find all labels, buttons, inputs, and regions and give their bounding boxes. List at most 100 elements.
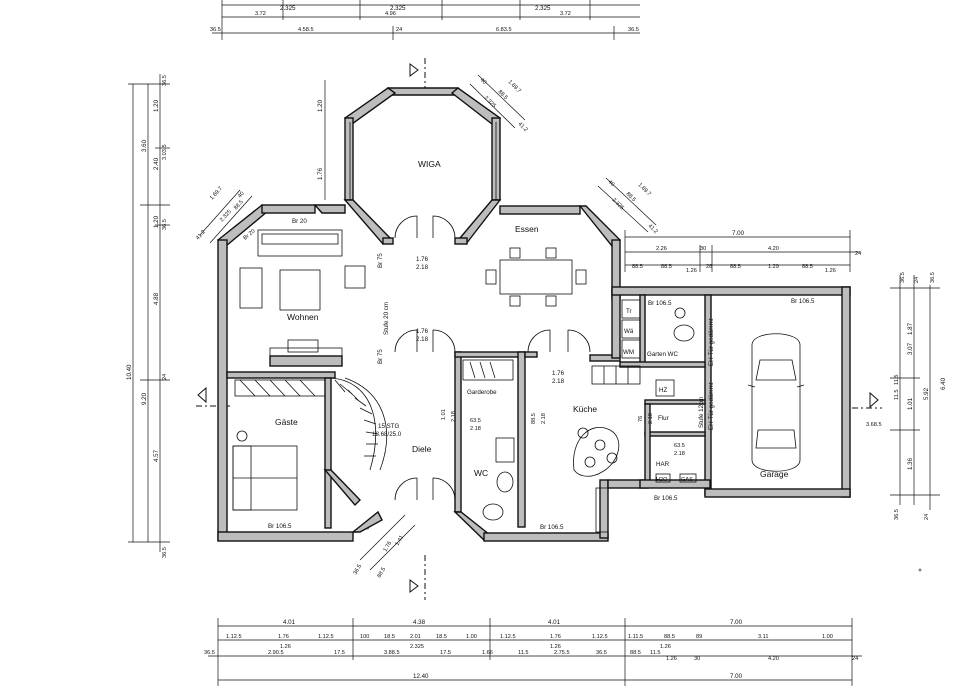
door-d-176-a: 1.76: [416, 256, 429, 263]
dim-bottom-2: 4.38: [413, 619, 426, 626]
dim-top-6: 3.72: [560, 11, 571, 17]
dim-b2-2: 1.76: [278, 634, 289, 640]
corner-marks: [918, 568, 922, 572]
dim-b3-10: 88.5: [630, 650, 641, 656]
dim-top-8: 4.58.5: [298, 27, 314, 33]
dim-left-in-1: 1.20: [153, 99, 160, 112]
dim-b3b-4: 1.26: [660, 644, 671, 650]
dim-rt-8: 1.26: [686, 268, 697, 274]
door-d-76: 76: [638, 416, 644, 422]
room-diele: Diele: [412, 444, 432, 454]
dim-left-in2-5: 36.5: [162, 547, 168, 558]
dim-b2-3: 1.12.5: [318, 634, 334, 640]
dim-top-3: 2.325: [535, 5, 551, 12]
dim-right-in-4: 1.36: [907, 457, 914, 470]
br-75-b: Br 75: [377, 349, 384, 364]
room-h2o: H2O: [656, 477, 668, 483]
dim-rt-7: 88.5: [661, 264, 672, 270]
dimension-diagonal: 1.69.7 2.325 88.5 40 41.2 1.69.7 2.325 8…: [195, 74, 659, 579]
dim-rt-6: 88.5: [632, 264, 643, 270]
br-20-a: Br 20: [292, 218, 307, 225]
dim-b3-6: 1.66: [482, 650, 493, 656]
dim-b3-13: 30: [694, 656, 700, 662]
dim-top-7: 36.5: [210, 27, 221, 33]
dim-b3-9: 36.5: [596, 650, 607, 656]
dim-b2-13: 88.5: [664, 634, 675, 640]
dim-diag-b-2: 1.76: [383, 541, 394, 553]
dim-diag-tr-4: 40: [479, 77, 488, 86]
dim-left-mid-2: 9.20: [141, 392, 148, 405]
dim-b3-11: 11.5: [650, 650, 660, 656]
dim-b2-8: 1.00: [466, 634, 477, 640]
dim-b3-8: 2.75.5: [554, 650, 570, 656]
room-kueche: Küche: [573, 404, 597, 414]
dim-rt-10: 88.5: [730, 264, 741, 270]
room-har: HAR: [656, 461, 670, 468]
dim-right-end-4: 24: [914, 277, 920, 283]
dim-right-mid: 5.92: [923, 387, 930, 400]
dim-b2-15: 3.11: [758, 634, 768, 640]
dim-b3b-1: 1.26: [280, 644, 291, 650]
dim-b2-9: 1.12.5: [500, 634, 516, 640]
door-d-101: 1.01: [441, 409, 447, 420]
dim-diag-b-1: 36.5: [353, 564, 364, 576]
door-d-218-h: 2.18: [674, 451, 685, 457]
dim-top-2: 2.325: [390, 5, 406, 12]
dim-b3-5: 17.5: [440, 650, 451, 656]
dim-diag-tr-1: 1.69.7: [507, 79, 522, 94]
dim-left-in-5: 4.57: [153, 449, 160, 462]
room-wiga: WIGA: [418, 159, 441, 169]
br-1065-tr: Br 106.5: [648, 300, 672, 307]
dim-diag-tl-1: 1.69.7: [209, 186, 224, 202]
dim-left-in-2: 2.40: [153, 157, 160, 170]
dim-top-5: 4.96: [385, 11, 396, 17]
br-1065-kueche: Br 106.5: [540, 524, 564, 531]
dim-b2-12: 1.11.5: [628, 634, 643, 640]
dim-rt-5: 24: [855, 251, 861, 257]
room-tr: Tr: [626, 308, 632, 315]
dim-top-9: 24: [396, 27, 402, 33]
door-d-218-f: 2.18: [541, 413, 547, 424]
dim-right-lbl-1: 3.68.5: [866, 422, 882, 428]
dim-right-in-2: 3.07: [907, 342, 914, 355]
dim-bottom-4: 7.00: [730, 619, 743, 626]
stair-label-1: 15 STG: [378, 423, 400, 430]
dim-rt-13: 1.26: [825, 268, 836, 274]
dim-right-in-1: 1.87: [907, 322, 914, 335]
dim-right-outer: 6.40: [940, 377, 947, 390]
dim-b4-1: 12.40: [413, 673, 429, 680]
dimension-right: 6.40 5.92 1.87 3.07 1.01 1.36 11.5 11.5 …: [866, 272, 947, 520]
dim-rt-4: 4.20: [768, 246, 779, 252]
dim-right-end-5: 36.5: [930, 272, 936, 283]
eh-tuer-2: EH-Tür gedämmt: [708, 382, 715, 430]
dim-right-in-3: 1.01: [907, 397, 914, 410]
dim-diag-r-2: 2.325: [611, 197, 625, 211]
dim-b2-1: 1.12.5: [226, 634, 242, 640]
dim-left-outer: 10.40: [126, 364, 133, 380]
walls: [216, 87, 851, 542]
dimension-top: 2.325 2.325 2.325 3.72 4.96 3.72 36.5 4.…: [210, 0, 640, 40]
dimension-bottom: 4.01 4.38 4.01 7.00 1.12.5 1.76 1.12.5 1…: [204, 618, 862, 686]
door-d-176-b: 1.76: [416, 328, 429, 335]
dim-top-11: 36.5: [628, 27, 639, 33]
dim-diag-tl-3: 88.5: [233, 199, 245, 211]
dim-left-in2-2: 3.03.5: [162, 144, 168, 160]
dim-b2-16: 1.00: [822, 634, 833, 640]
dim-right-in-6: 11.5: [894, 390, 900, 400]
dim-b2-4: 100: [360, 634, 369, 640]
door-d-218-c: 2.18: [552, 378, 565, 385]
br-1065-har: Br 106.5: [654, 495, 678, 502]
dim-b2-11: 1.12.5: [592, 634, 608, 640]
dim-right-end-2: 24: [924, 514, 930, 520]
room-garten-wc: Garten WC: [647, 351, 678, 358]
dim-left-in2-1: 36.5: [162, 75, 168, 86]
dim-rt-11: 1.29: [768, 264, 779, 270]
door-d-218-b: 2.18: [416, 336, 429, 343]
dim-b3-7: 11.5: [518, 650, 528, 656]
room-gaeste: Gäste: [275, 417, 298, 427]
dim-diag-r-1: 1.69.7: [637, 182, 652, 197]
dim-top-1: 2.325: [280, 5, 296, 12]
room-labels: WIGA Essen Wohnen Gäste Diele Küche Gard…: [275, 159, 789, 483]
door-d-218-a: 2.18: [416, 264, 429, 271]
